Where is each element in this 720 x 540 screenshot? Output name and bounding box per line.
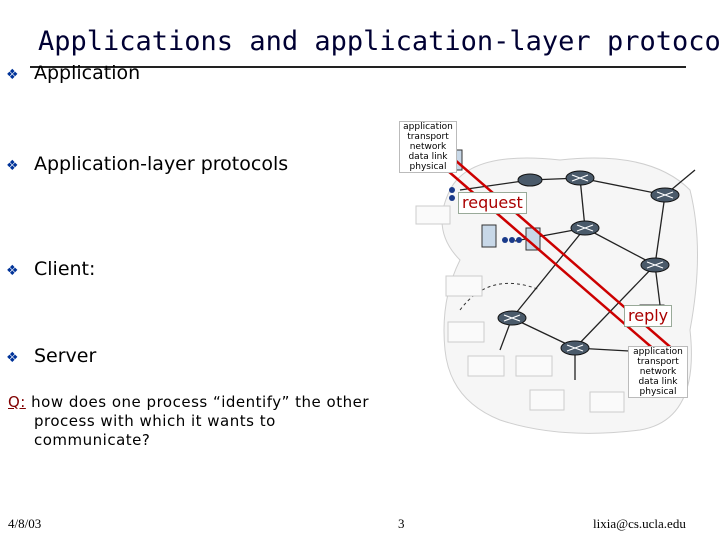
router-icon <box>517 173 543 187</box>
link <box>579 177 586 229</box>
bullet-application: ❖ Application <box>6 62 140 84</box>
host-dot <box>509 237 515 243</box>
stack-layer-data-link: data link <box>638 377 678 387</box>
link <box>654 194 666 266</box>
bullet-text: Application-layer protocols <box>34 153 289 175</box>
stack-layer-data-link: data link <box>408 152 448 162</box>
sub-label-box <box>589 391 625 413</box>
footer-date: 4/8/03 <box>8 516 42 531</box>
bullet-client: ❖ Client: <box>6 258 95 280</box>
client-protocol-stack: application transport network data link … <box>399 121 457 173</box>
slide-title: Applications and application-layer proto… <box>38 26 720 57</box>
sub-label-box <box>415 205 451 225</box>
bullet-icon: ❖ <box>6 158 19 174</box>
stack-layer-physical: physical <box>409 162 447 172</box>
bullet-icon: ❖ <box>6 67 19 83</box>
stack-layer-network: network <box>409 142 447 152</box>
host-dot <box>516 237 522 243</box>
question-line-1: how does one process “identify” the othe… <box>25 393 369 411</box>
bullet-text: Client: <box>34 258 96 280</box>
link <box>579 177 666 196</box>
host-dot <box>449 195 455 201</box>
bullet-icon: ❖ <box>6 263 19 279</box>
router-glyph <box>646 261 664 269</box>
sub-label-box <box>447 321 485 343</box>
sub-label-box <box>467 355 505 377</box>
stack-layer-physical: physical <box>639 387 677 397</box>
link <box>574 264 656 349</box>
request-arrow <box>417 144 665 359</box>
question-text: Q: how does one process “identify” the o… <box>8 393 398 450</box>
bullet-application-layer-protocols: ❖ Application-layer protocols <box>6 153 288 175</box>
router-glyph <box>656 191 674 199</box>
router-glyph <box>503 314 521 322</box>
sub-label-box <box>515 355 553 377</box>
question-line-3: communicate? <box>34 431 151 449</box>
link <box>511 227 586 319</box>
stack-layer-application: application <box>629 347 687 357</box>
sub-label-box <box>445 275 483 297</box>
stack-layer-application: application <box>400 122 456 132</box>
link <box>584 227 656 266</box>
stack-layer-transport: transport <box>407 132 449 142</box>
host-dot <box>449 187 455 193</box>
server-protocol-stack: application transport network data link … <box>628 346 688 398</box>
router-glyph <box>571 174 589 182</box>
bullet-text: Server <box>34 345 97 367</box>
footer-email: lixia@cs.ucla.edu <box>593 516 686 531</box>
dashed-link <box>459 282 541 311</box>
request-label: request <box>458 192 527 214</box>
title-underline <box>30 66 686 68</box>
bullet-text: Application <box>34 62 141 84</box>
question-label: Q: <box>8 393 26 411</box>
footer-page-number: 3 <box>398 516 405 531</box>
bullet-icon: ❖ <box>6 350 19 366</box>
stack-layer-network: network <box>639 367 677 377</box>
reply-label: reply <box>624 305 673 327</box>
host-dot <box>502 237 508 243</box>
router-glyph <box>576 224 594 232</box>
host-icon <box>481 224 497 248</box>
stack-layer-transport: transport <box>637 357 679 367</box>
question-line-2: process with which it wants to <box>34 412 276 430</box>
sub-label-box <box>529 389 565 411</box>
router-glyph <box>566 344 584 352</box>
bullet-server: ❖ Server <box>6 345 96 367</box>
